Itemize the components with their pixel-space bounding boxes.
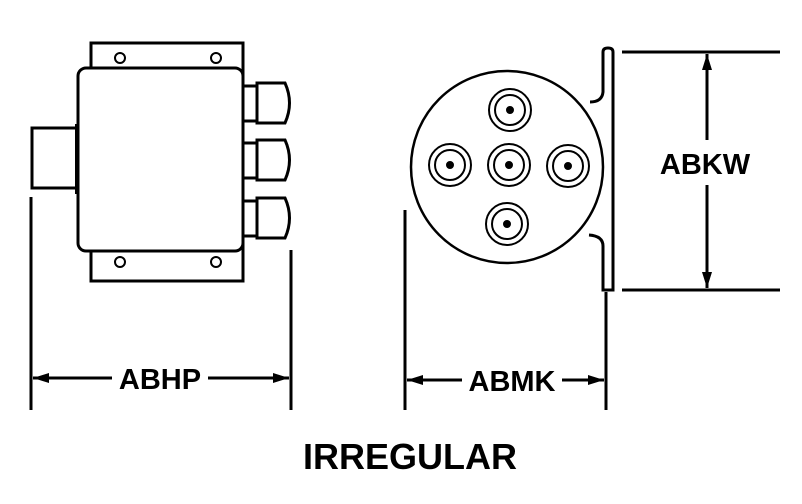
end-connectors <box>428 88 590 246</box>
bracket <box>588 46 615 292</box>
side-view <box>30 41 291 283</box>
dimension-abhp <box>29 197 293 410</box>
dimension-abmk <box>403 210 608 410</box>
end-view <box>409 46 615 292</box>
abmk-label: ABMK <box>469 366 556 398</box>
side-connectors <box>243 81 291 240</box>
mounting-holes <box>114 52 222 268</box>
actuator-housing <box>30 126 80 190</box>
drawing-title: IRREGULAR <box>303 436 517 477</box>
switch-body <box>76 66 245 253</box>
abhp-label: ABHP <box>119 364 201 396</box>
dimension-abkw <box>622 50 780 292</box>
abkw-label: ABKW <box>660 149 751 181</box>
